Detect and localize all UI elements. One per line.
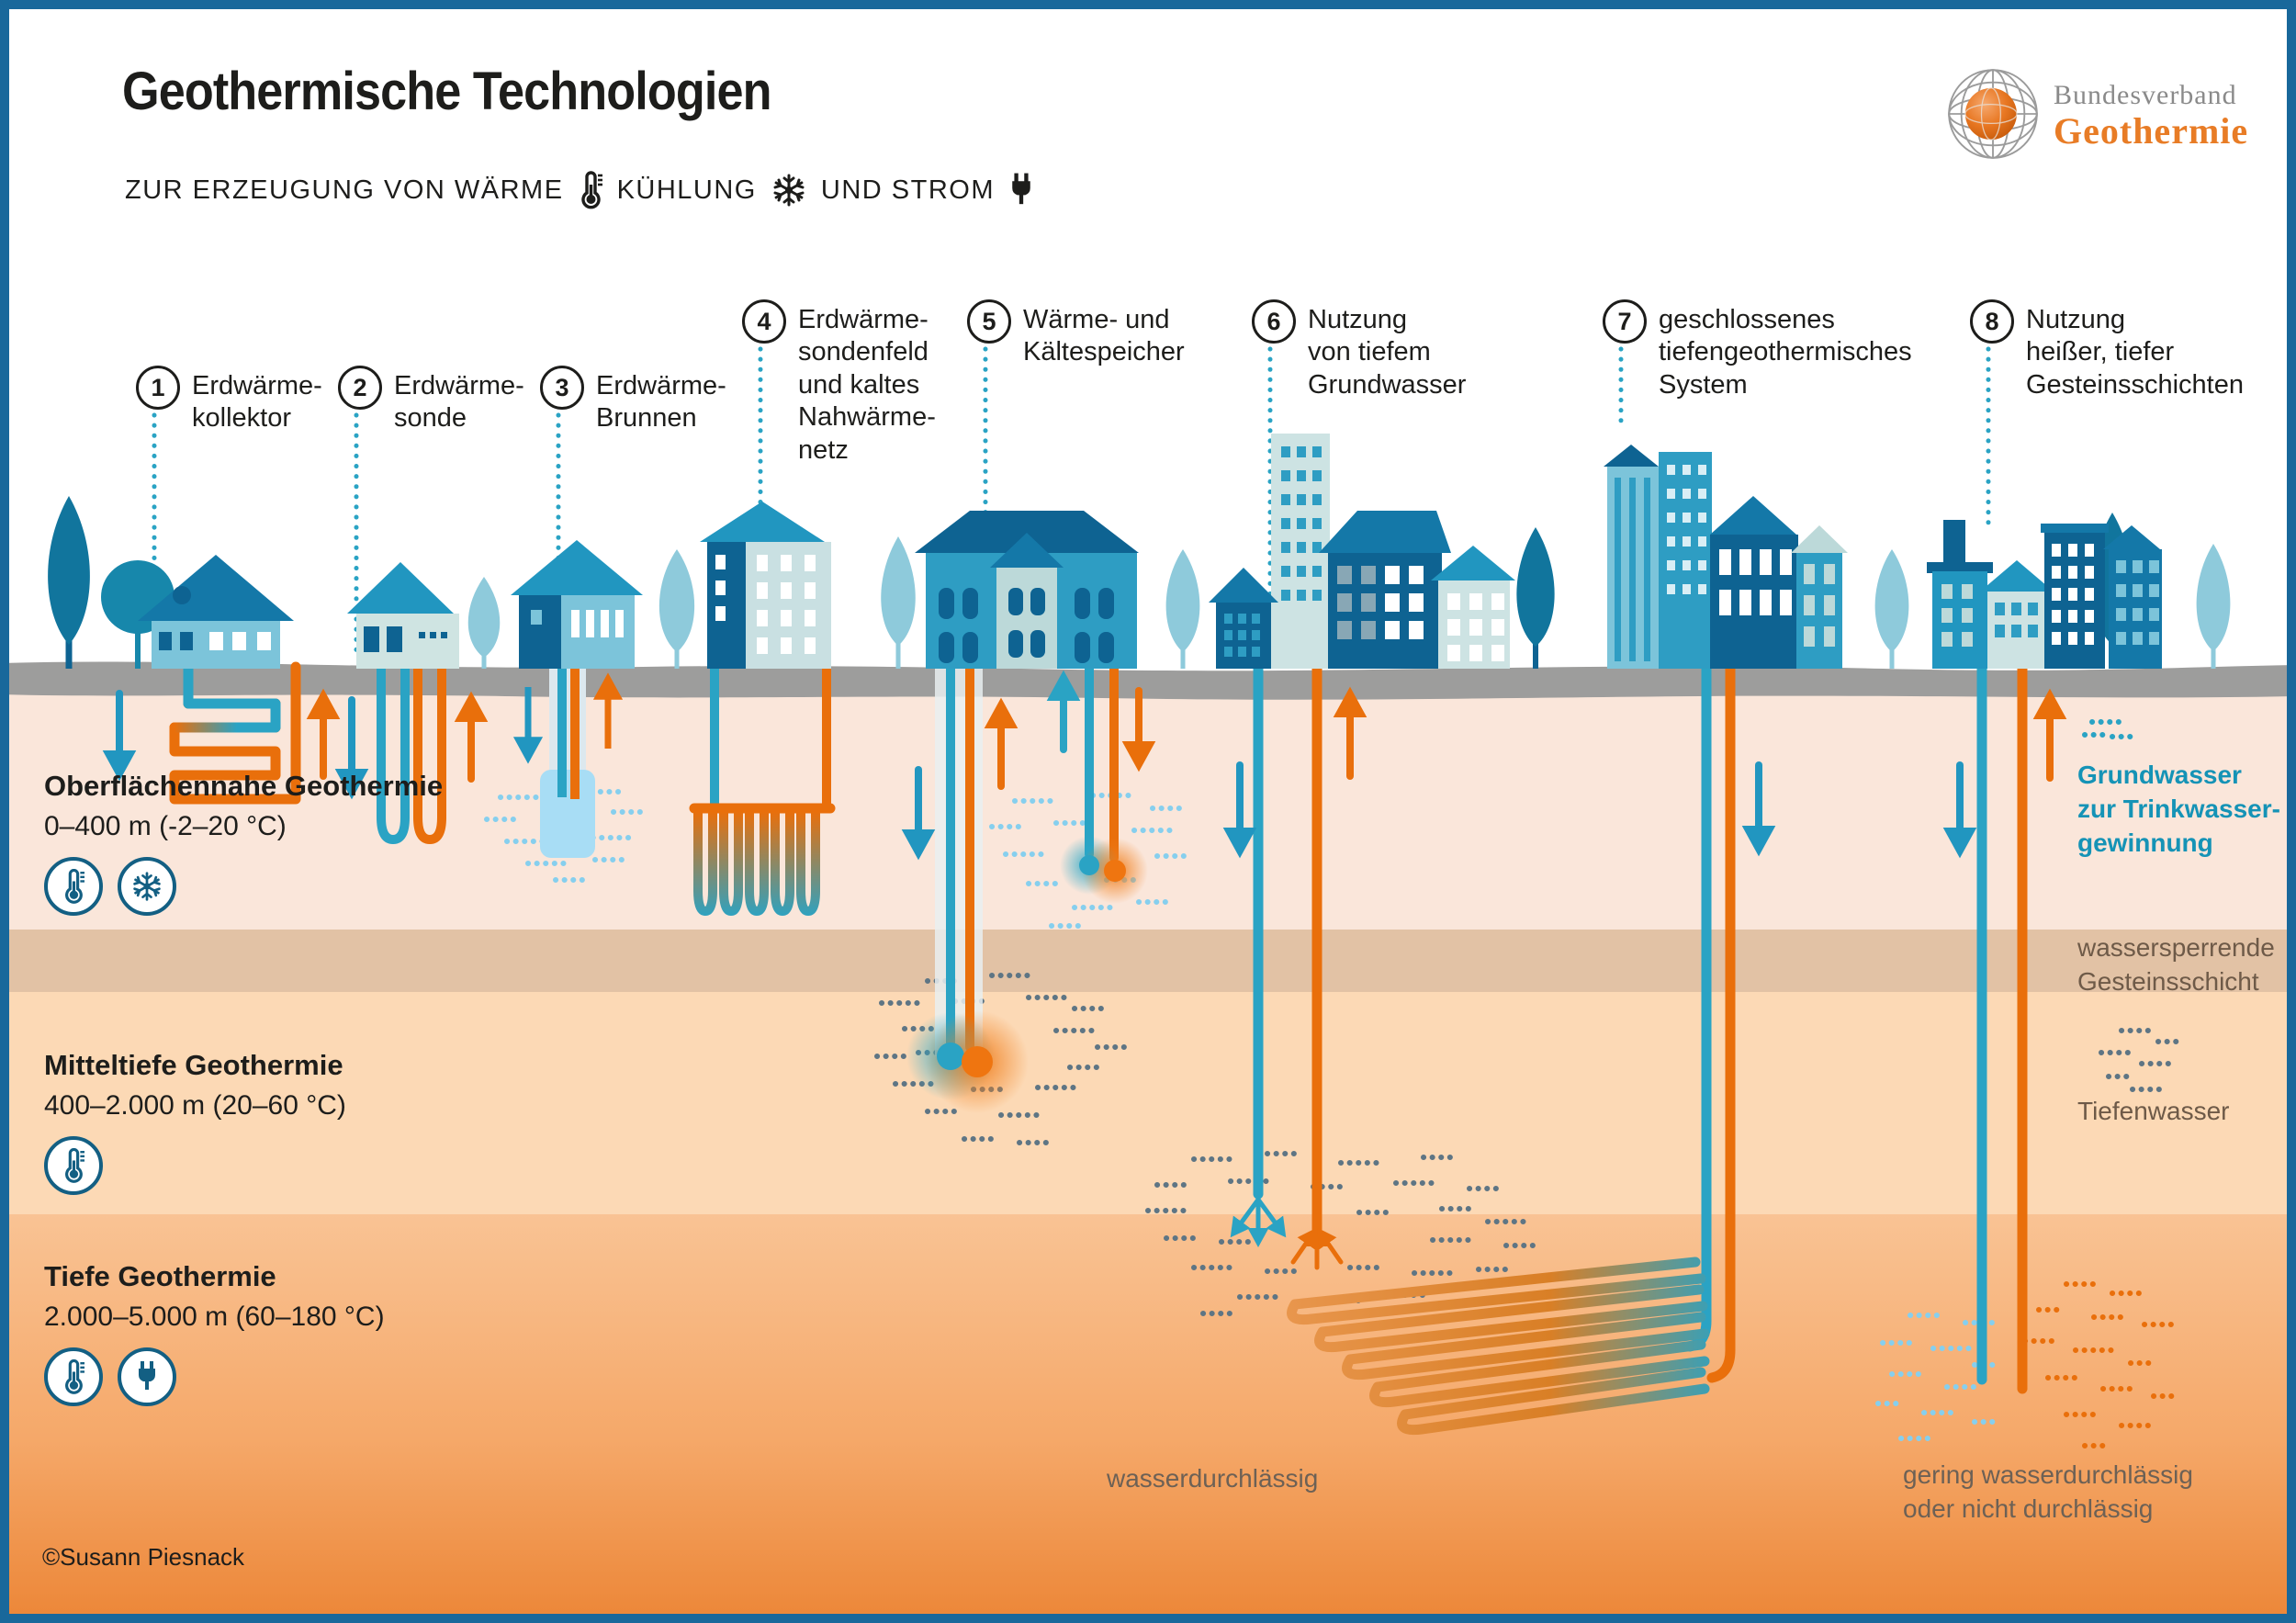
snowflake-icon: [771, 173, 806, 208]
zone-shallow-label: Oberflächennahe Geothermie 0–400 m (-2–2…: [44, 770, 443, 916]
zone-deep-bg: [0, 1214, 2296, 1623]
number-badge-7: 7: [1603, 299, 1647, 344]
well-water-dots: [484, 789, 651, 883]
thermometer-icon: [44, 857, 103, 916]
credit-line: ©Susann Piesnack: [42, 1543, 245, 1571]
hot-rock-dots: [2022, 1281, 2180, 1448]
tech-label-7: 7 geschlossenes tiefengeothermisches Sys…: [1603, 299, 1912, 401]
number-badge-4: 4: [742, 299, 786, 344]
number-badge-1: 1: [136, 366, 180, 410]
building-cluster-8: [1927, 520, 2162, 669]
logo-bundesverband-geothermie: Bundesverband Geothermie: [1945, 66, 2248, 166]
tech-label-8: 8 Nutzung heißer, tiefer Gesteinsschicht…: [1970, 299, 2244, 401]
deepwater-dots: [2099, 1028, 2185, 1092]
plug-icon: [118, 1347, 176, 1406]
tech5-storage: [901, 662, 1156, 1113]
tech-label-6-text: Nutzung von tiefem Grundwasser: [1308, 305, 1467, 400]
tech-label-2-text: Erdwärme- sonde: [394, 371, 524, 434]
thermometer-icon: [44, 1347, 103, 1406]
impermeable-rock-band: [0, 930, 2296, 992]
tech6-deep-groundwater: [1222, 661, 1367, 1270]
logo-line1: Bundesverband: [2054, 80, 2237, 111]
tech-label-3: 3 Erdwärme- Brunnen: [540, 366, 726, 435]
tech-label-7-text: geschlossenes tiefengeothermisches Syste…: [1659, 305, 1912, 400]
page-title: Geothermische Technologien: [122, 62, 771, 121]
tech-label-4-text: Erdwärme- sondenfeld und kaltes Nahwärme…: [798, 305, 936, 465]
logo-line2: Geothermie: [2054, 109, 2249, 152]
buildings: [138, 434, 2162, 669]
zone-deep-range: 2.000–5.000 m (60–180 °C): [44, 1302, 385, 1332]
hot-rock-water-dots: [1875, 1313, 2001, 1441]
tech-label-2: 2 Erdwärme- sonde: [338, 366, 524, 435]
number-badge-3: 3: [540, 366, 584, 410]
tech-label-1: 1 Erdwärme- kollektor: [136, 366, 322, 435]
subtitle-part2: KÜHLUNG: [616, 175, 757, 205]
tech2-probe-pipes: [334, 662, 489, 845]
number-badge-6: 6: [1252, 299, 1296, 344]
thermometer-icon: [579, 171, 602, 209]
tech-label-6: 6 Nutzung von tiefem Grundwasser: [1252, 299, 1466, 401]
subtitle-part1: ZUR ERZEUGUNG VON WÄRME: [125, 175, 564, 205]
building-cluster-7: [1604, 445, 1848, 669]
plug-icon: [1009, 173, 1033, 208]
annotation-low-permeable: gering wasserdurchlässig oder nicht durc…: [1903, 1460, 2193, 1523]
trees: [48, 496, 2231, 669]
building-5: [915, 511, 1139, 669]
tech-label-8-text: Nutzung heißer, tiefer Gesteinsschichten: [2026, 305, 2244, 400]
tech7-closed-system: [1287, 661, 1776, 1436]
leader-dotted-lines: [152, 346, 1991, 671]
zone-shallow-title: Oberflächennahe Geothermie: [44, 770, 444, 802]
zone-medium-label: Mitteltiefe Geothermie 400–2.000 m (20–6…: [44, 1049, 346, 1195]
annotation-deep-water: Tiefenwasser: [2077, 1097, 2230, 1125]
zone-medium-bg: [0, 992, 2296, 1214]
snowflake-icon: [118, 857, 176, 916]
number-badge-2: 2: [338, 366, 382, 410]
tech1-collector-pipes: [102, 661, 341, 805]
groundwater-dots: [2082, 719, 2135, 739]
annotation-groundwater: Grundwasser zur Trinkwasser- gewinnung: [2077, 761, 2280, 857]
tech3-well: [512, 667, 624, 858]
thermometer-icon: [44, 1136, 103, 1195]
zone-deep-title: Tiefe Geothermie: [44, 1260, 276, 1292]
number-badge-5: 5: [967, 299, 1011, 344]
tech-label-5-text: Wärme- und Kältespeicher: [1023, 305, 1185, 367]
tech8-hot-rock: [1942, 661, 2067, 1394]
building-cluster-6: [1209, 434, 1515, 669]
building-4: [700, 502, 831, 669]
tech-label-1-text: Erdwärme- kollektor: [192, 371, 322, 434]
house-1: [138, 555, 294, 669]
house-2: [347, 562, 459, 669]
tech-label-5: 5 Wärme- und Kältespeicher: [967, 299, 1185, 369]
zone-medium-title: Mitteltiefe Geothermie: [44, 1049, 343, 1081]
annotation-permeable: wasserdurchlässig: [1107, 1464, 1319, 1493]
house-3: [511, 540, 643, 669]
tech4-probe-field: [689, 662, 836, 917]
tech-label-4: 4 Erdwärme- sondenfeld und kaltes Nahwär…: [742, 299, 936, 467]
logo-globe-icon: [1945, 66, 2041, 166]
number-badge-8: 8: [1970, 299, 2014, 344]
tech-label-3-text: Erdwärme- Brunnen: [596, 371, 726, 434]
zone-shallow-range: 0–400 m (-2–20 °C): [44, 811, 287, 841]
subtitle: ZUR ERZEUGUNG VON WÄRME KÜHLUNG UND STRO…: [125, 171, 1033, 209]
zone-deep-label: Tiefe Geothermie 2.000–5.000 m (60–180 °…: [44, 1260, 385, 1406]
aquifer-dots: [1145, 1151, 1536, 1316]
annotation-impermeable-layer: wassersperrende Gesteinsschicht: [2077, 933, 2275, 996]
zone-medium-range: 400–2.000 m (20–60 °C): [44, 1090, 346, 1121]
subtitle-part3: UND STROM: [820, 175, 995, 205]
